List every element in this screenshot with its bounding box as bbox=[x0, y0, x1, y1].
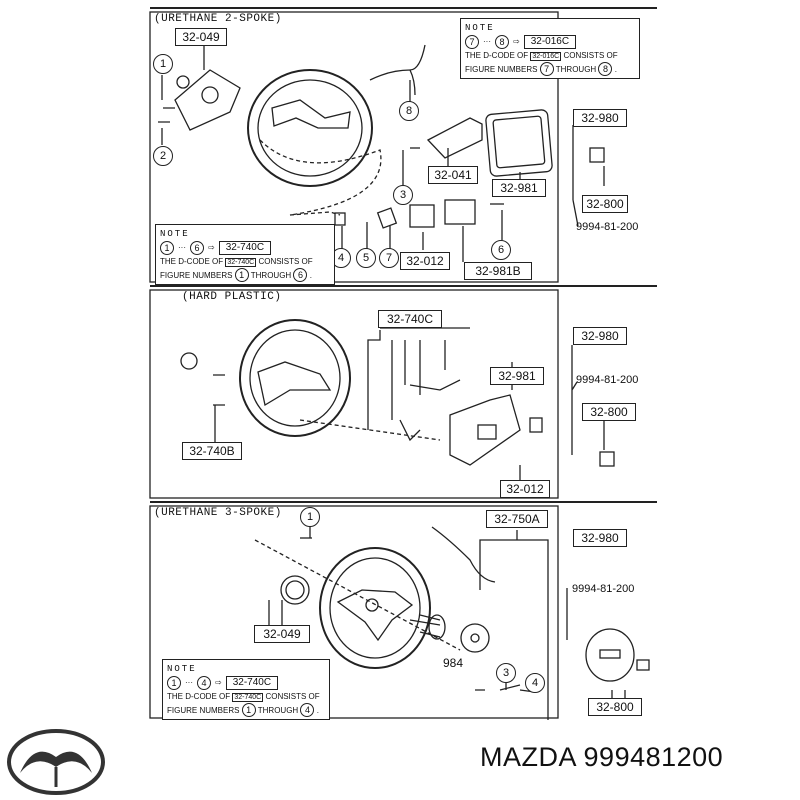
note-from-number: 1 bbox=[167, 676, 181, 690]
code-32-049: 32-049 bbox=[254, 625, 310, 643]
note-text: THROUGH bbox=[555, 65, 597, 74]
code-32-750a: 32-750A bbox=[486, 510, 548, 528]
note-text: CONSISTS OF bbox=[258, 257, 313, 266]
note-heading: NOTE bbox=[465, 23, 495, 33]
note-n1: 1 bbox=[241, 703, 256, 717]
code-32-800: 32-800 bbox=[582, 403, 636, 421]
note-text: THROUGH bbox=[257, 706, 299, 715]
figure-number-4: 4 bbox=[525, 673, 545, 693]
note-n2: 8 bbox=[598, 62, 613, 76]
part-number: 9994-81-200 bbox=[576, 221, 639, 233]
code-32-012: 32-012 bbox=[400, 252, 450, 270]
code-32-980: 32-980 bbox=[573, 327, 627, 345]
figure-number-1: 1 bbox=[153, 54, 173, 74]
note-code: 32-016C bbox=[523, 35, 577, 49]
note-code: 32-740C bbox=[218, 241, 272, 255]
part-number: 9994-81-200 bbox=[576, 374, 639, 386]
note-heading: NOTE bbox=[167, 664, 197, 674]
figure-number-1: 1 bbox=[300, 507, 320, 527]
code-32-981: 32-981 bbox=[490, 367, 544, 385]
note-inline-code: 32-740C bbox=[225, 258, 257, 267]
hub-bracket bbox=[174, 69, 241, 131]
note-n2: 4 bbox=[300, 703, 315, 717]
code-32-980: 32-980 bbox=[573, 529, 627, 547]
part-number-footer: 999481200 bbox=[583, 742, 724, 772]
arrow-right-icon: ⇨ bbox=[513, 37, 520, 46]
brand-name: MAZDA bbox=[480, 742, 576, 772]
note-box-7-8: NOTE 7··· 8⇨ 32-016C THE D-CODE OF 32-01… bbox=[460, 18, 640, 79]
note-n2: 6 bbox=[293, 268, 308, 282]
code-32-980: 32-980 bbox=[573, 109, 627, 127]
code-32-041: 32-041 bbox=[428, 166, 478, 184]
figure-number-6: 6 bbox=[491, 240, 511, 260]
code-984: 984 bbox=[443, 656, 464, 670]
note-text: THE D-CODE OF bbox=[167, 692, 231, 701]
note-n1: 7 bbox=[539, 62, 554, 76]
figure-number-5: 5 bbox=[356, 248, 376, 268]
note-inline-code: 32-016C bbox=[530, 52, 562, 61]
note-text: CONSISTS OF bbox=[265, 692, 320, 701]
note-box-1-6: NOTE 1··· 6⇨ 32-740C THE D-CODE OF 32-74… bbox=[155, 224, 335, 285]
code-32-740c: 32-740C bbox=[378, 310, 442, 328]
note-text: FIGURE NUMBERS bbox=[465, 65, 538, 74]
note-text: FIGURE NUMBERS bbox=[160, 271, 233, 280]
part-number: 9994-81-200 bbox=[572, 583, 635, 595]
steering-wheel-3spoke bbox=[319, 547, 431, 669]
mazda-logo-icon bbox=[7, 729, 105, 795]
code-32-800: 32-800 bbox=[588, 698, 642, 716]
note-to-number: 6 bbox=[190, 241, 204, 255]
steering-wheel-2spoke bbox=[247, 69, 373, 187]
steering-wheel-hard-plastic bbox=[239, 319, 351, 437]
note-text: THROUGH bbox=[250, 271, 292, 280]
note-text: . bbox=[309, 271, 312, 280]
note-code: 32-740C bbox=[225, 676, 279, 690]
code-32-800: 32-800 bbox=[582, 195, 628, 213]
note-inline-code: 32-740C bbox=[232, 693, 264, 702]
code-32-012: 32-012 bbox=[500, 480, 550, 498]
note-text: THE D-CODE OF bbox=[465, 51, 529, 60]
footer-title: MAZDA 999481200 bbox=[480, 742, 723, 773]
note-to-number: 4 bbox=[197, 676, 211, 690]
code-32-740b: 32-740B bbox=[182, 442, 242, 460]
note-box-1-4: NOTE 1··· 4⇨ 32-740C THE D-CODE OF 32-74… bbox=[162, 659, 330, 720]
note-heading: NOTE bbox=[160, 229, 190, 239]
note-text: THE D-CODE OF bbox=[160, 257, 224, 266]
section-title-3spoke: (URETHANE 3-SPOKE) bbox=[154, 507, 282, 519]
code-32-981: 32-981 bbox=[492, 179, 546, 197]
note-text: . bbox=[614, 65, 617, 74]
arrow-right-icon: ⇨ bbox=[208, 243, 215, 252]
note-n1: 1 bbox=[234, 268, 249, 282]
figure-number-3: 3 bbox=[393, 185, 413, 205]
code-32-981b: 32-981B bbox=[464, 262, 532, 280]
note-text: CONSISTS OF bbox=[563, 51, 618, 60]
figure-number-3: 3 bbox=[496, 663, 516, 683]
arrow-right-icon: ⇨ bbox=[215, 678, 222, 687]
code-32-049: 32-049 bbox=[175, 28, 227, 46]
section-title-2spoke: (URETHANE 2-SPOKE) bbox=[154, 13, 282, 25]
section-title-hard-plastic: (HARD PLASTIC) bbox=[182, 291, 282, 303]
note-text: . bbox=[316, 706, 319, 715]
figure-number-2: 2 bbox=[153, 146, 173, 166]
note-to-number: 8 bbox=[495, 35, 509, 49]
note-from-number: 7 bbox=[465, 35, 479, 49]
figure-number-7: 7 bbox=[379, 248, 399, 268]
note-text: FIGURE NUMBERS bbox=[167, 706, 240, 715]
note-from-number: 1 bbox=[160, 241, 174, 255]
figure-number-8: 8 bbox=[399, 101, 419, 121]
